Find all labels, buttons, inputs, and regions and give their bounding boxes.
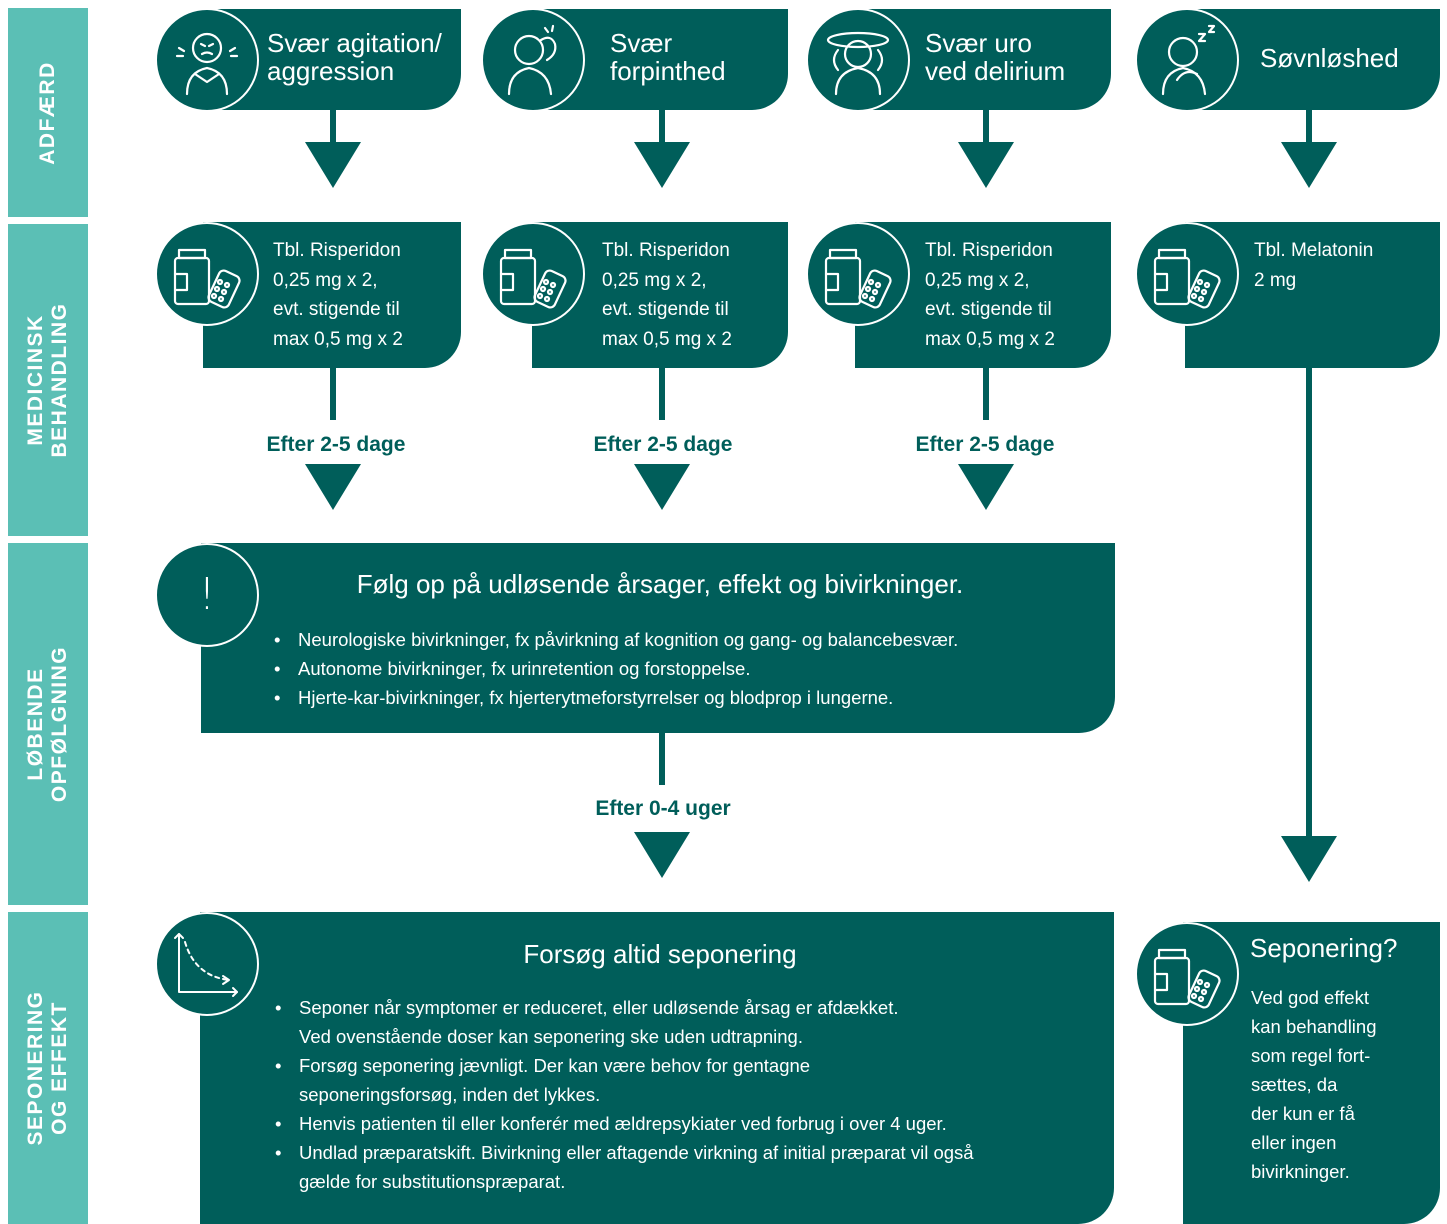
connector-line xyxy=(983,368,989,420)
delirium-person-icon xyxy=(806,8,910,112)
connector-line xyxy=(659,733,665,785)
svg-text:!: ! xyxy=(198,569,216,620)
behavior-label: Søvnløshed xyxy=(1260,43,1399,73)
after-days-label: Efter 2-5 dage xyxy=(266,433,406,456)
list-item: Forsøg seponering jævnligt. Der kan være… xyxy=(275,1051,1119,1109)
down-arrow xyxy=(634,142,690,188)
after-days-label: Efter 2-5 dage xyxy=(593,433,733,456)
connector-line xyxy=(1306,368,1312,848)
list-item: Seponer når symptomer er reduceret, elle… xyxy=(275,993,1119,1051)
down-arrow xyxy=(305,464,361,510)
down-arrow xyxy=(1281,836,1337,882)
down-arrow xyxy=(958,464,1014,510)
list-item: Hjerte-kar-bivirkninger, fx hjerterytmef… xyxy=(274,683,1118,712)
medicine-bottle-icon xyxy=(155,222,259,326)
medicine-bottle-icon xyxy=(1135,222,1239,326)
sidebar-label: SEPONERING xyxy=(24,990,47,1146)
behavior-label: Svær uro ved delirium xyxy=(925,28,1066,86)
list-item: Henvis patienten til eller konferér med … xyxy=(275,1109,1119,1138)
followup-list: Neurologiske bivirkninger, fx påvirkning… xyxy=(272,625,1118,712)
agitated-person-icon xyxy=(155,8,259,112)
behavior-label: Svær agitation/ aggression xyxy=(267,28,442,86)
sidebar-label: BEHANDLING xyxy=(48,302,71,458)
down-arrow xyxy=(634,832,690,878)
after-weeks-label: Efter 0-4 uger xyxy=(595,797,731,820)
connector-line xyxy=(659,368,665,420)
declining-curve-icon xyxy=(155,912,259,1016)
medication-text: Tbl. Risperidon 0,25 mg x 2, evt. stigen… xyxy=(925,240,1055,350)
sidebar-label: ADFÆRD xyxy=(36,60,59,165)
sidebar-label: OG EFFEKT xyxy=(48,1001,71,1135)
medication-text: Tbl. Risperidon 0,25 mg x 2, evt. stigen… xyxy=(602,240,732,350)
sidebar-label: LØBENDE xyxy=(24,667,47,781)
connector-line xyxy=(330,110,336,150)
list-item: Autonome bivirkninger, fx urinretention … xyxy=(274,654,1118,683)
down-arrow xyxy=(634,464,690,510)
melatonin-stop-title: Seponering? xyxy=(1250,933,1398,963)
list-item: Neurologiske bivirkninger, fx påvirkning… xyxy=(274,625,1118,654)
medicine-bottle-icon xyxy=(1135,922,1239,1026)
exclamation-icon: ! xyxy=(155,543,259,647)
down-arrow xyxy=(1281,142,1337,188)
list-item: Undlad præparatskift. Bivirkning eller a… xyxy=(275,1138,1119,1196)
melatonin-stop-text: Ved god effekt kan behandling som regel … xyxy=(1251,987,1377,1182)
behavior-label: Svær forpinthed xyxy=(610,28,726,86)
medicine-bottle-icon xyxy=(481,222,585,326)
down-arrow xyxy=(958,142,1014,188)
connector-line xyxy=(1306,110,1312,150)
connector-line xyxy=(659,110,665,150)
sidebar-label: OPFØLGNING xyxy=(48,645,71,803)
down-arrow xyxy=(305,142,361,188)
after-days-label: Efter 2-5 dage xyxy=(915,433,1055,456)
medicine-bottle-icon xyxy=(806,222,910,326)
sidebar-lobende: LØBENDE OPFØLGNING xyxy=(8,543,88,905)
seponering-list: Seponer når symptomer er reduceret, elle… xyxy=(273,993,1119,1196)
connector-line xyxy=(330,368,336,420)
sidebar-label: MEDICINSK xyxy=(24,314,47,446)
distressed-person-icon xyxy=(481,8,585,112)
sidebar-seponering: SEPONERING OG EFFEKT xyxy=(8,912,88,1224)
followup-title: Følg op på udløsende årsager, effekt og … xyxy=(356,569,964,599)
seponering-title: Forsøg altid seponering xyxy=(523,939,797,969)
sidebar-medicinsk: MEDICINSK BEHANDLING xyxy=(8,224,88,536)
connector-line xyxy=(983,110,989,150)
sidebar-adfaerd: ADFÆRD xyxy=(8,8,88,217)
medication-text: Tbl. Melatonin 2 mg xyxy=(1254,240,1374,291)
medication-text: Tbl. Risperidon 0,25 mg x 2, evt. stigen… xyxy=(273,240,403,350)
sleepless-person-icon xyxy=(1135,8,1239,112)
